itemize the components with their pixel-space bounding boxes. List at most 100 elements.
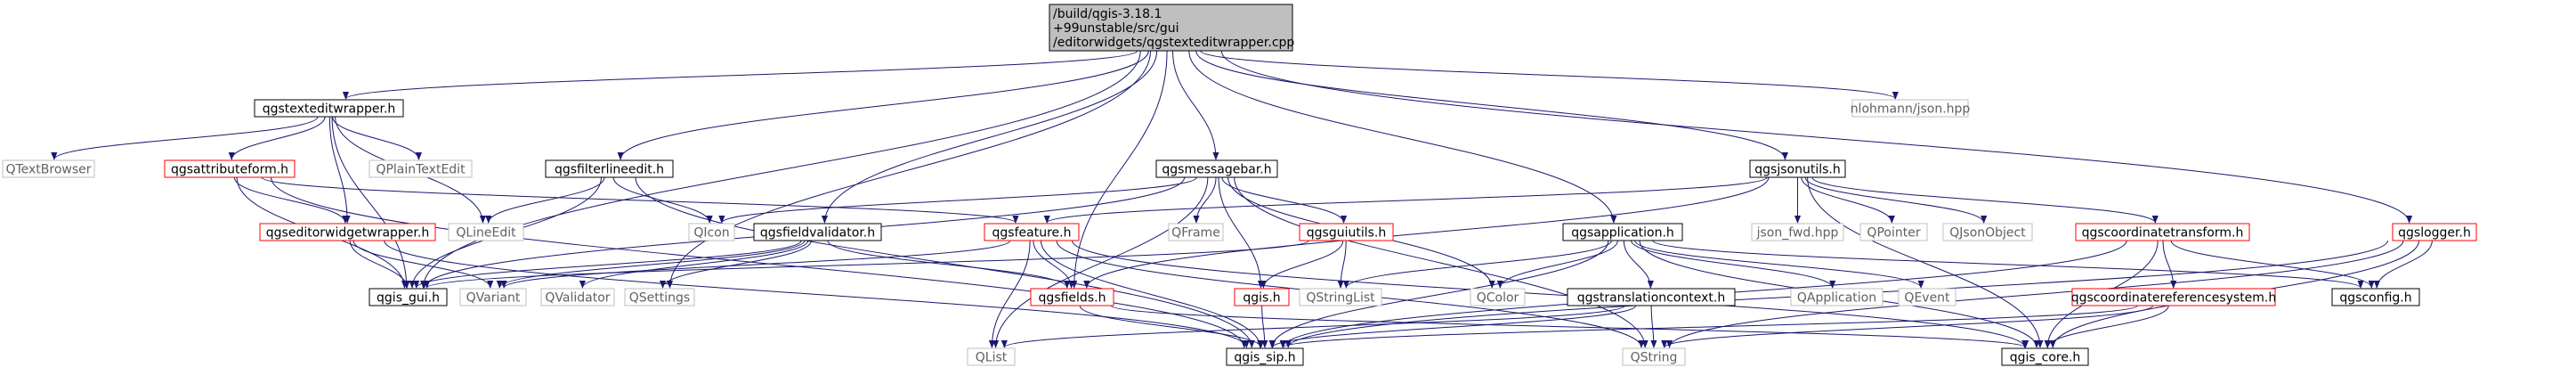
node-qgsfields-h[interactable]: qgsfields.h xyxy=(1030,288,1114,306)
node-box xyxy=(1299,288,1382,306)
edge-qgscoordinatereferencesystem_h-to-qstring xyxy=(1661,305,2154,348)
edge-qgsfilterlineedit_h-to-qgis_sip_h xyxy=(635,176,1255,348)
node-box xyxy=(448,223,524,241)
node-qgsmessagebar-h[interactable]: qgsmessagebar.h xyxy=(1155,159,1278,178)
node-box xyxy=(1622,347,1686,366)
edge-qgsmessagebar_h-to-qgsguiutils_h xyxy=(1221,176,1348,224)
node-qgis-gui-h[interactable]: qgis_gui.h xyxy=(369,288,448,306)
node-label: /build/qgis-3.18.1 xyxy=(1053,7,1162,21)
node-qevent: QEvent xyxy=(1898,288,1956,306)
edge-root-to-qgstexteditwrapper_h xyxy=(343,50,1138,100)
node-qgsapplication-h[interactable]: qgsapplication.h xyxy=(1562,223,1683,241)
edge-qgstexteditwrapper_h-to-qplaintextedit xyxy=(332,116,423,160)
node-label: QTextBrowser xyxy=(5,163,91,177)
node-label: QPlainTextEdit xyxy=(376,163,466,177)
node-qgis-core-h[interactable]: qgis_core.h xyxy=(2001,347,2089,366)
node-label: qgis_core.h xyxy=(2010,351,2081,365)
node-qgseditorwidgetwrapper-h[interactable]: qgseditorwidgetwrapper.h xyxy=(259,223,436,241)
edge-root-to-qsettings xyxy=(666,50,1152,289)
edge-qgis_h-to-qgis_sip_h xyxy=(1261,305,1268,348)
node-qapplication: QApplication xyxy=(1790,288,1883,306)
node-label: qgis.h xyxy=(1243,291,1280,306)
edge-qgsjsonutils_h-to-qgsfields_h xyxy=(1083,176,1770,289)
node-qgsjsonutils-h[interactable]: qgsjsonutils.h xyxy=(1749,159,1846,178)
node-qgscoordinatereferencesystem-h[interactable]: qgscoordinatereferencesystem.h xyxy=(2071,288,2277,306)
node-box xyxy=(164,159,296,178)
node-box xyxy=(2071,288,2276,306)
node-root: /build/qgis-3.18.1+99unstable/src/gui/ed… xyxy=(1049,4,1294,52)
node-label: QSettings xyxy=(629,291,690,306)
edges-layer xyxy=(51,50,2433,348)
node-box xyxy=(688,223,735,241)
node-box xyxy=(1562,223,1683,241)
edge-qgseditorwidgetwrapper_h-to-qvariant xyxy=(352,240,494,289)
node-qvariant: QVariant xyxy=(459,288,527,306)
edge-qgslogger_h-to-qgsconfig_h xyxy=(2373,240,2433,289)
node-label: qgscoordinatetransform.h xyxy=(2082,226,2244,241)
node-qgsfieldvalidator-h[interactable]: qgsfieldvalidator.h xyxy=(753,223,882,241)
node-box xyxy=(967,347,1016,366)
edge-qgstexteditwrapper_h-to-qgseditorwidgetwrapper_h xyxy=(328,116,351,224)
edge-qgsguiutils_h-to-qgis_h xyxy=(1260,240,1344,289)
node-qgsfilterlineedit-h[interactable]: qgsfilterlineedit.h xyxy=(545,159,674,178)
node-box xyxy=(1751,223,1844,241)
node-box xyxy=(254,99,404,118)
node-label: QValidator xyxy=(545,291,610,306)
edge-qgseditorwidgetwrapper_h-to-qgis_sip_h xyxy=(384,240,1250,348)
node-qgslogger-h[interactable]: qgslogger.h xyxy=(2392,223,2477,241)
node-qgis-sip-h[interactable]: qgis_sip.h xyxy=(1226,347,1304,366)
edge-qgsmessagebar_h-to-qgis_h xyxy=(1218,176,1265,289)
edge-root-to-qgsfields_h xyxy=(1071,50,1168,289)
node-box xyxy=(540,288,615,306)
node-label: qgis_gui.h xyxy=(377,291,440,306)
node-label: qgstranslationcontext.h xyxy=(1577,291,1725,306)
edge-qgscoordinatetransform_h-to-qgscoordinatereferencesystem_h xyxy=(2162,240,2177,289)
node-box xyxy=(2075,223,2250,241)
edge-qgsattributeform_h-to-qgis_sip_h xyxy=(271,176,1248,348)
node-label: qgsmessagebar.h xyxy=(1162,163,1271,177)
node-qgsconfig-h[interactable]: qgsconfig.h xyxy=(2331,288,2420,306)
node-box xyxy=(2,159,95,178)
node-qgscoordinatetransform-h[interactable]: qgscoordinatetransform.h xyxy=(2075,223,2250,241)
node-label: QIcon xyxy=(693,226,729,241)
node-qjsonobject: QJsonObject xyxy=(1942,223,2033,241)
edge-qgstexteditwrapper_h-to-qtextbrowser xyxy=(51,116,319,160)
edge-root-to-qgis_gui_h xyxy=(420,50,1141,289)
edge-qgsattributeform_h-to-qgsfeature_h xyxy=(261,176,1019,224)
edge-qgsmessagebar_h-to-qframe xyxy=(1193,176,1217,224)
edge-qgscoordinatereferencesystem_h-to-qgis_core_h xyxy=(2044,305,2169,348)
edge-qgsfields_h-to-qgis_sip_h xyxy=(1079,305,1265,348)
edge-qgsjsonutils_h-to-qjsonobject xyxy=(1804,176,1988,224)
node-qgsattributeform-h[interactable]: qgsattributeform.h xyxy=(164,159,296,178)
edge-qgstranslationcontext_h-to-qstring xyxy=(1650,305,1657,348)
edge-root-to-qgsjsonutils_h xyxy=(1195,50,1788,160)
node-label: nlohmann/json.hpp xyxy=(1851,102,1971,117)
node-qgstexteditwrapper-h[interactable]: qgstexteditwrapper.h xyxy=(254,99,404,118)
edge-qgsfieldvalidator_h-to-qvariant xyxy=(496,240,806,289)
edge-qgsfilterlineedit_h-to-qicon xyxy=(612,176,713,224)
node-qgsguiutils-h[interactable]: qgsguiutils.h xyxy=(1299,223,1394,241)
node-qlineedit: QLineEdit xyxy=(448,223,524,241)
edge-qgsapplication_h-to-qgsconfig_h xyxy=(1652,240,2364,289)
edge-qgsapplication_h-to-qcolor xyxy=(1496,240,1618,289)
node-box xyxy=(1234,288,1290,306)
node-label: QList xyxy=(976,351,1008,365)
node-label: QLineEdit xyxy=(456,226,516,241)
node-box xyxy=(1749,159,1846,178)
node-label: qgis_sip.h xyxy=(1234,351,1295,365)
edge-qgsjsonutils_h-to-qgscoordinatetransform_h xyxy=(1811,176,2159,224)
node-qgstranslationcontext-h[interactable]: qgstranslationcontext.h xyxy=(1567,288,1736,306)
node-label: qgscoordinatereferencesystem.h xyxy=(2071,291,2277,306)
node-label: QString xyxy=(1631,351,1678,365)
node-qgsfeature-h[interactable]: qgsfeature.h xyxy=(984,223,1080,241)
node-label: QColor xyxy=(1477,291,1519,306)
edge-qgsapplication_h-to-qevent xyxy=(1634,240,1924,289)
node-box xyxy=(1942,223,2033,241)
edge-qgsjsonutils_h-to-qgis_core_h xyxy=(1807,176,2044,348)
node-box xyxy=(2001,347,2089,366)
node-qgis-h[interactable]: qgis.h xyxy=(1234,288,1290,306)
edge-qgsfieldvalidator_h-to-qgsfields_h xyxy=(827,240,1071,289)
node-qlist: QList xyxy=(967,347,1016,366)
edge-qgsfilterlineedit_h-to-qlineedit xyxy=(485,176,605,224)
edge-qgsapplication_h-to-qapplication xyxy=(1631,240,1836,289)
